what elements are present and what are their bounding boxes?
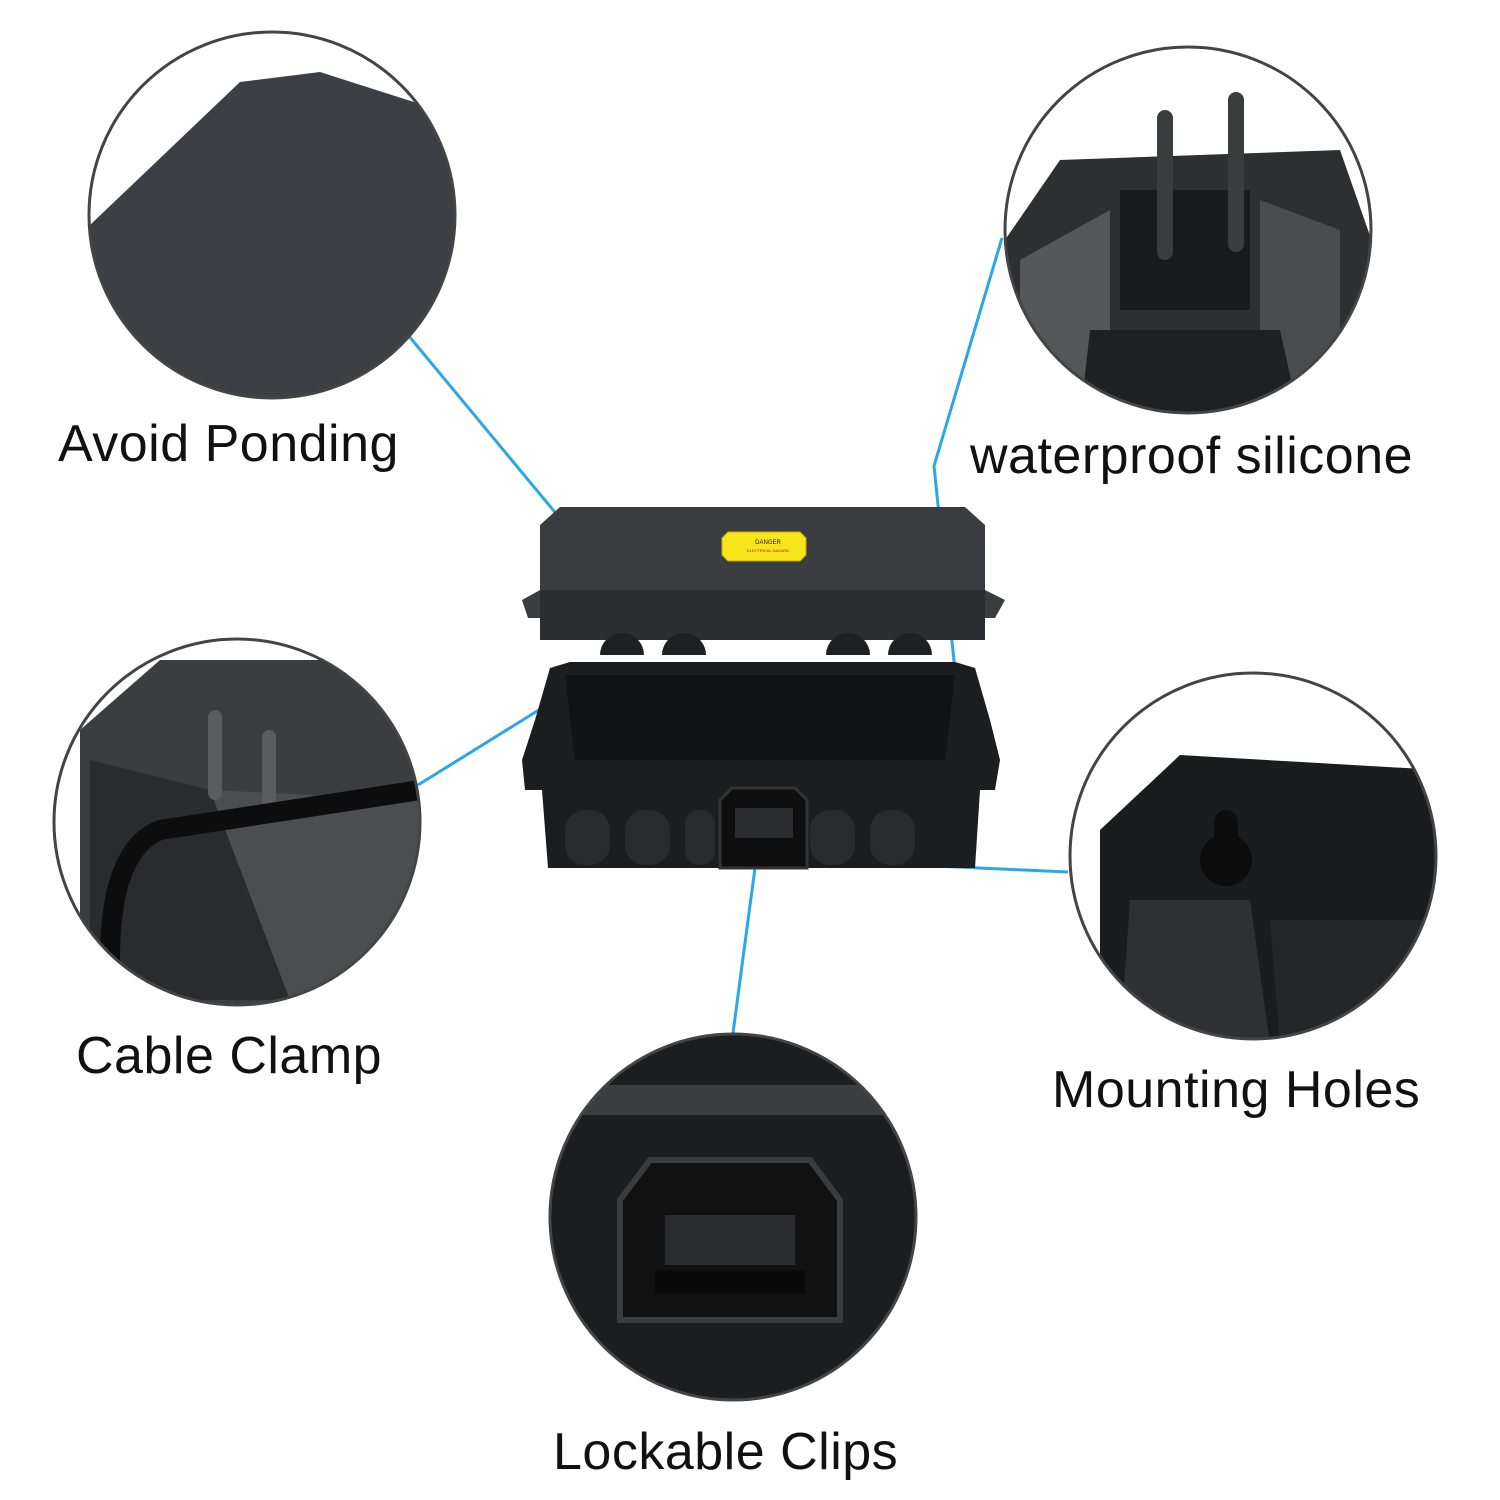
detail-circle-avoid-ponding <box>87 30 457 400</box>
danger-sticker: DANGER ELECTRICAL HAZARD <box>721 531 807 562</box>
detail-circle-cable-clamp <box>52 637 422 1007</box>
detail-circle-waterproof-silicone <box>1003 45 1373 415</box>
junction-box-lid: DANGER ELECTRICAL HAZARD <box>522 507 1005 655</box>
label-avoid-ponding: Avoid Ponding <box>58 415 399 473</box>
sticker-subtitle: ELECTRICAL HAZARD <box>747 548 789 553</box>
label-mounting-holes: Mounting Holes <box>1052 1061 1421 1119</box>
detail-circle-lockable-clips <box>548 1032 918 1402</box>
junction-box-base <box>522 662 1000 870</box>
label-waterproof-silicone: waterproof silicone <box>970 427 1414 485</box>
label-lockable-clips: Lockable Clips <box>553 1423 899 1481</box>
detail-circle-mounting-holes <box>1068 671 1438 1041</box>
label-cable-clamp: Cable Clamp <box>76 1027 383 1085</box>
sticker-title: DANGER <box>755 540 781 546</box>
